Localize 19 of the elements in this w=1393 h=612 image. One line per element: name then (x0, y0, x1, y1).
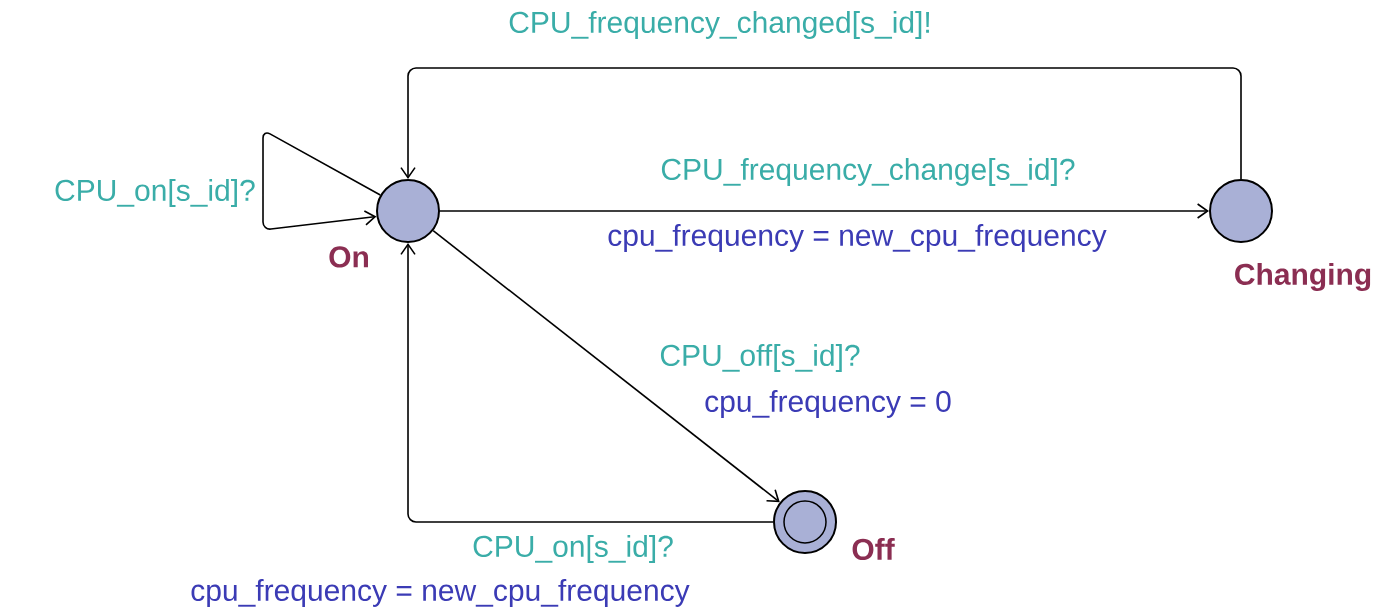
edge-label: CPU_on[s_id]? (471, 534, 675, 564)
update-label: cpu_frequency = 0 (703, 389, 953, 419)
edge-label: CPU_frequency_changed[s_id]! (507, 10, 933, 40)
location-name: Off (852, 538, 895, 560)
edge-label: CPU_on[s_id]? (53, 178, 257, 208)
location-name: Changing (1235, 262, 1371, 292)
location-circle (376, 179, 440, 243)
location-name: On (329, 246, 368, 268)
edge-label: CPU_off[s_id]? (658, 343, 862, 373)
transition-arrow (262, 132, 382, 230)
update-label: cpu_frequency = new_cpu_frequency (189, 578, 691, 608)
transition-arrow (400, 67, 1242, 180)
update-label: cpu_frequency = new_cpu_frequency (606, 223, 1108, 253)
location-circle (1209, 179, 1273, 243)
transition-arrow (439, 203, 1209, 219)
edge-label: CPU_frequency_change[s_id]? (659, 157, 1077, 187)
transition-arrow (400, 243, 774, 523)
transition-arrow (432, 229, 780, 503)
initial-location-circle (773, 490, 837, 554)
